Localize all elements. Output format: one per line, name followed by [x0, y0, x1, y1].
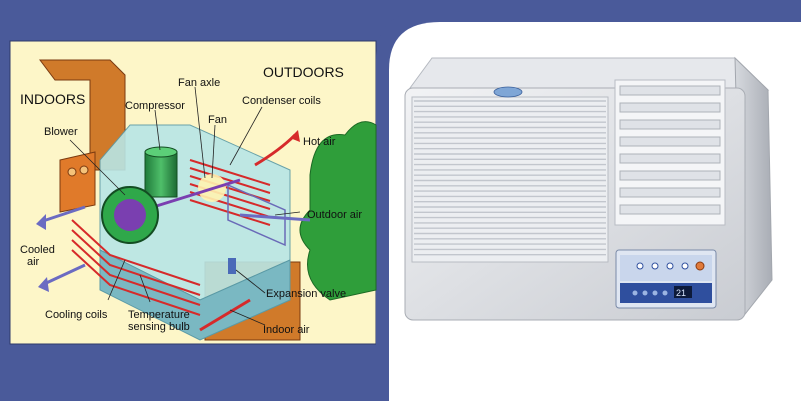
- label-cooled-air-line2: air: [27, 256, 40, 268]
- mode-buttons: [632, 290, 668, 296]
- arrowhead-icon: [36, 214, 46, 230]
- louver-frame: [614, 79, 726, 226]
- cooling-coils: [71, 219, 201, 316]
- label-outdoors: OUTDOORS: [263, 64, 344, 80]
- air-intake-grille: [411, 96, 609, 263]
- louver-slat: [619, 204, 721, 215]
- grille-slats: [414, 100, 606, 256]
- arrowhead-icon: [38, 277, 49, 292]
- louver-slat: [619, 170, 721, 181]
- temperature-display: [674, 286, 692, 298]
- label-temp-bulb-line1: Temperature: [128, 309, 190, 321]
- label-indoors: INDOORS: [20, 91, 85, 107]
- control-button: [651, 262, 659, 270]
- outdoor-foliage: [299, 121, 377, 301]
- control-buttons: [636, 262, 689, 270]
- control-knob-icon: [67, 167, 77, 177]
- outdoor-air-arrow: [239, 213, 311, 222]
- condenser-grille: [227, 183, 286, 247]
- label-temp-bulb-line2: sensing bulb: [128, 321, 190, 333]
- control-button: [636, 262, 644, 270]
- label-cooled-air-line1: Cooled: [20, 244, 55, 256]
- label-hot-air: Hot air: [303, 136, 336, 148]
- louver-slat: [619, 153, 721, 164]
- control-button: [666, 262, 674, 270]
- display-readout: 21: [676, 288, 686, 298]
- louvers: [619, 85, 721, 215]
- control-knob-icon: [79, 165, 89, 175]
- expansion-valve: [228, 258, 236, 274]
- indoor-air-arrow: [199, 298, 251, 332]
- compressor-top: [144, 146, 178, 158]
- ac-cutaway-diagram: OUTDOORS INDOORS Fan axle Compressor Con…: [20, 59, 377, 341]
- brand-logo: [493, 86, 523, 98]
- arrowhead-icon: [290, 130, 300, 142]
- condenser-coils: [189, 159, 271, 226]
- unit-base: [99, 249, 291, 341]
- label-compressor: Compressor: [125, 100, 185, 112]
- label-indoor-air: Indoor air: [263, 324, 310, 336]
- power-button: [695, 261, 705, 271]
- label-expansion-valve: Expansion valve: [266, 288, 346, 300]
- cooled-air-arrow: [39, 205, 86, 224]
- label-cooling-coils: Cooling coils: [45, 309, 108, 321]
- fan-axle: [149, 178, 241, 210]
- label-condenser-coils: Condenser coils: [242, 95, 321, 107]
- control-button: [681, 262, 689, 270]
- label-fan: Fan: [208, 114, 227, 126]
- ac-unit-photo: 21: [404, 56, 773, 321]
- louver-slat: [619, 119, 721, 130]
- label-blower: Blower: [44, 126, 78, 138]
- label-fan-axle: Fan axle: [178, 77, 220, 89]
- cooled-air-arrow: [41, 263, 86, 287]
- leader-lines: [69, 86, 301, 326]
- compressor: [144, 151, 178, 198]
- louver-slat: [619, 136, 721, 147]
- louver-slat: [619, 187, 721, 198]
- label-outdoor-air: Outdoor air: [307, 209, 362, 221]
- blower-motor: [114, 199, 146, 231]
- control-box: [59, 151, 96, 213]
- louver-slat: [619, 85, 721, 96]
- louver-slat: [619, 102, 721, 113]
